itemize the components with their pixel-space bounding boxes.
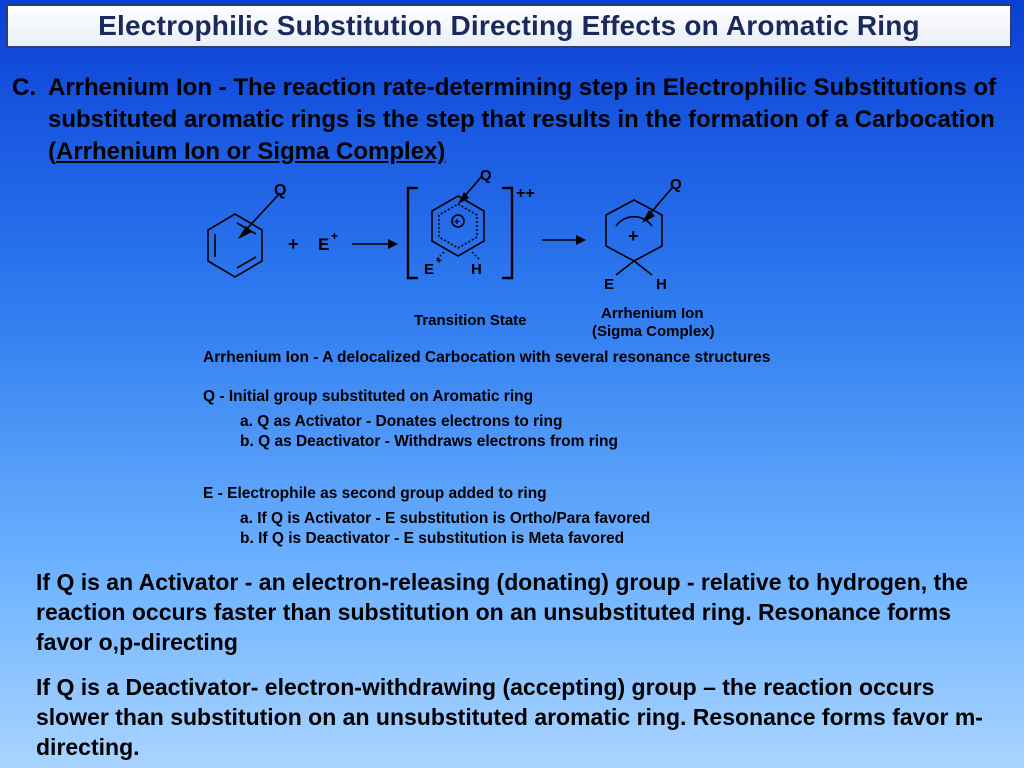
q-label-2: Q bbox=[480, 167, 492, 184]
benzene-ring bbox=[207, 213, 263, 278]
sigma-h-label: H bbox=[656, 276, 667, 293]
transition-brackets bbox=[406, 186, 514, 280]
electrophile-label: E bbox=[318, 235, 329, 254]
activator-paragraph: If Q is an Activator - an electron-relea… bbox=[36, 569, 969, 655]
sigma-h-bond bbox=[633, 260, 653, 276]
plus-sign: + bbox=[288, 234, 299, 254]
point-c-body: Arrhenium Ion - The reaction rate-determ… bbox=[48, 74, 997, 165]
def-q-heading: Q - Initial group substituted on Aromati… bbox=[203, 388, 534, 405]
q-label-3: Q bbox=[670, 176, 682, 193]
def-q-a: a. Q as Activator - Donates electrons to… bbox=[240, 413, 563, 430]
reaction-svg: Q + E + ++ + Q E + H bbox=[207, 167, 715, 340]
page-title: Electrophilic Substitution Directing Eff… bbox=[98, 10, 920, 41]
def-e-b: b. If Q is Deactivator - E substitution … bbox=[240, 530, 625, 547]
deactivator-paragraph: If Q is a Deactivator- electron-withdraw… bbox=[36, 674, 983, 760]
sigma-e-label: E bbox=[604, 276, 614, 293]
transition-ring bbox=[431, 195, 485, 257]
point-c-underlined: Arrhenium Ion or Sigma Complex) bbox=[56, 138, 446, 165]
point-c-text: Arrhenium Ion - The reaction rate-determ… bbox=[48, 72, 1002, 168]
q-bond-arrow-3 bbox=[642, 187, 673, 223]
point-c: C. Arrhenium Ion - The reaction rate-det… bbox=[12, 72, 1002, 168]
def-e-heading: E - Electrophile as second group added t… bbox=[203, 485, 547, 502]
q-bond-arrow-2 bbox=[458, 175, 483, 204]
ts-e-label: E bbox=[424, 261, 434, 278]
ts-e-charge: + bbox=[436, 256, 442, 267]
transition-state-caption: Transition State bbox=[414, 312, 527, 329]
point-c-marker: C. bbox=[12, 74, 36, 101]
arrhenium-caption-1: Arrhenium Ion bbox=[601, 305, 704, 322]
def-e-a: a. If Q is Activator - E substitution is… bbox=[240, 510, 651, 527]
q-label-1: Q bbox=[274, 182, 286, 199]
ts-h-label: H bbox=[471, 261, 482, 278]
title-bar: Electrophilic Substitution Directing Eff… bbox=[6, 4, 1012, 48]
reaction-diagram: Q + E + ++ + Q E + H bbox=[190, 167, 870, 358]
electrophile-charge: + bbox=[331, 229, 338, 243]
sigma-e-bond bbox=[615, 260, 635, 276]
reaction-arrow-2 bbox=[542, 235, 586, 245]
def-arrhenium: Arrhenium Ion - A delocalized Carbocatio… bbox=[203, 349, 771, 366]
reaction-arrow-1 bbox=[352, 239, 398, 249]
ts-h-bond bbox=[471, 251, 481, 261]
carbocation-charge: + bbox=[628, 226, 639, 246]
q-bond-arrow-1 bbox=[238, 192, 281, 239]
transition-double-plus: ++ bbox=[516, 185, 535, 202]
ts-e-bond bbox=[435, 251, 445, 261]
def-q-b: b. Q as Deactivator - Withdraws electron… bbox=[240, 433, 618, 450]
arrhenium-caption-2: (Sigma Complex) bbox=[592, 323, 715, 340]
ts-ring-charge: + bbox=[454, 217, 460, 228]
